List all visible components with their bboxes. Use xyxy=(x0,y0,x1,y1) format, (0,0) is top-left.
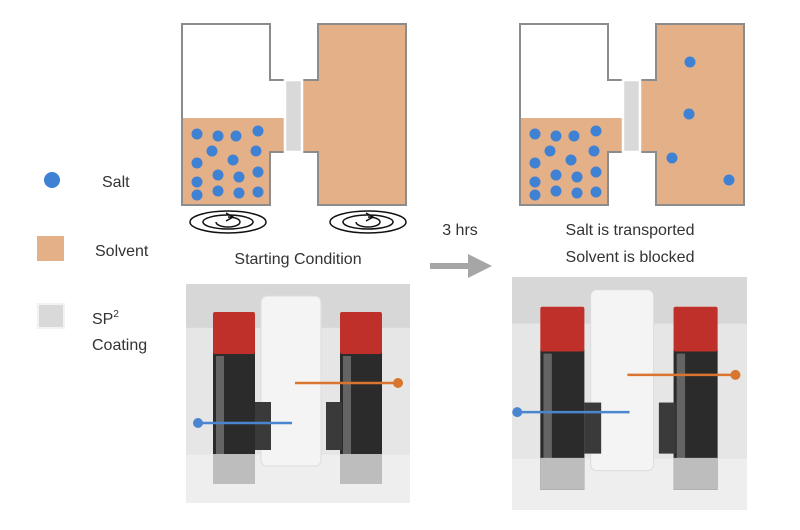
salt-particle xyxy=(191,128,203,140)
vessel-outline xyxy=(519,23,745,206)
salt-particle xyxy=(571,187,583,199)
salt-particle xyxy=(571,171,583,183)
salt-particle xyxy=(550,169,562,181)
time-label: 3 hrs xyxy=(442,222,478,239)
vial-cap xyxy=(340,312,382,354)
salt-particle xyxy=(212,169,224,181)
coating-membrane xyxy=(621,78,642,154)
side-arm-left xyxy=(584,402,602,454)
glass-connector xyxy=(590,289,655,472)
salt-particle xyxy=(191,189,203,201)
legend: Salt Solvent SP2 Coating xyxy=(37,172,149,354)
stir-arrow xyxy=(355,216,381,228)
salt-particle xyxy=(529,176,541,188)
salt-particle xyxy=(588,145,600,157)
vessel-outline xyxy=(181,23,407,206)
salt-particle xyxy=(568,130,580,142)
solvent-swatch-icon xyxy=(37,236,64,261)
salt-particle xyxy=(684,56,696,68)
salt-particle xyxy=(544,145,556,157)
salt-particle xyxy=(550,185,562,197)
stir-arrowhead xyxy=(225,212,235,222)
after-photo xyxy=(512,277,747,510)
stir-plate-icon xyxy=(329,210,407,234)
after-caption-line1: Salt is transported xyxy=(566,222,695,239)
salt-particle xyxy=(529,157,541,169)
salt-particle xyxy=(590,166,602,178)
vial-bottom xyxy=(540,457,585,490)
marker-dot-blue xyxy=(512,407,523,418)
starting-condition-caption: Starting Condition xyxy=(234,251,361,268)
salt-particle xyxy=(529,189,541,201)
salt-particle xyxy=(233,187,245,199)
coating-membrane xyxy=(283,78,304,154)
coating-swatch-icon xyxy=(37,303,65,329)
stir-arrow xyxy=(215,216,241,228)
stir-ring xyxy=(329,210,407,234)
salt-particle xyxy=(230,130,242,142)
stir-plate-icon xyxy=(189,210,267,234)
vial-bottom xyxy=(340,454,382,484)
salt-particle xyxy=(227,154,239,166)
salt-swatch-icon xyxy=(44,172,60,188)
salt-particle xyxy=(212,185,224,197)
vial-highlight xyxy=(676,353,686,482)
salt-particle xyxy=(550,130,562,142)
right-solvent xyxy=(302,24,406,205)
salt-particle xyxy=(212,130,224,142)
marker-dot-blue xyxy=(193,418,203,428)
salt-particle xyxy=(529,128,541,140)
vial-bottom xyxy=(673,457,718,490)
stir-arrowhead xyxy=(365,212,375,222)
after-caption-line2: Solvent is blocked xyxy=(566,249,695,266)
legend-coating-label: SP2 xyxy=(92,309,119,328)
salt-particle xyxy=(233,171,245,183)
side-arm-right xyxy=(658,402,676,454)
salt-particle xyxy=(590,125,602,137)
salt-particle xyxy=(191,157,203,169)
side-arm-left xyxy=(255,402,271,450)
salt-particle xyxy=(666,152,678,164)
salt-particle xyxy=(565,154,577,166)
salt-particle xyxy=(590,186,602,198)
salt-particle xyxy=(191,176,203,188)
salt-particle xyxy=(252,125,264,137)
salt-particle xyxy=(250,145,262,157)
vial-highlight xyxy=(216,356,224,476)
salt-particle xyxy=(683,108,695,120)
stir-ring xyxy=(189,210,267,234)
starting-condition-photo xyxy=(186,284,410,503)
vial-cap xyxy=(540,306,585,352)
legend-coating-label-line2: Coating xyxy=(92,337,147,354)
legend-solvent-label: Solvent xyxy=(95,243,149,260)
vial-cap xyxy=(673,306,718,352)
marker-dot-orange xyxy=(730,369,741,380)
after-diagram xyxy=(519,23,745,206)
salt-particle xyxy=(206,145,218,157)
vial-highlight xyxy=(543,353,552,482)
side-arm-right xyxy=(326,402,342,450)
marker-dot-orange xyxy=(393,378,403,388)
vial-bottom xyxy=(213,454,255,484)
legend-salt-label: Salt xyxy=(102,174,130,191)
salt-particle xyxy=(723,174,735,186)
starting-condition-diagram xyxy=(181,23,407,234)
salt-particle xyxy=(252,186,264,198)
vial-highlight xyxy=(343,356,351,476)
vial-cap xyxy=(213,312,255,354)
salt-particle xyxy=(252,166,264,178)
